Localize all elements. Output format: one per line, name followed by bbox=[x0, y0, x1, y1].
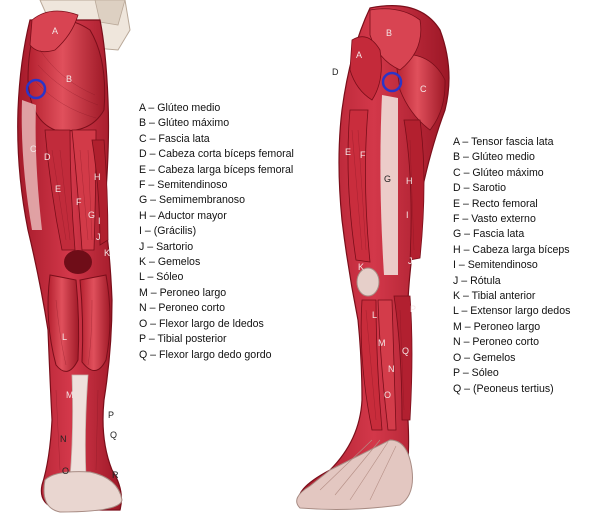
legend-item: J – Rótula bbox=[453, 274, 501, 287]
legend-item: E – Cabeza larga bíceps femoral bbox=[139, 163, 294, 176]
label-Q-left: Q bbox=[110, 430, 117, 440]
label-H-left: H bbox=[94, 172, 101, 182]
legend-item: F – Vasto externo bbox=[453, 213, 536, 226]
soleus-lateral bbox=[393, 295, 413, 421]
legend-posterior: A – Glúteo medio B – Glúteo máximo C – F… bbox=[139, 101, 294, 363]
gastrocnemius-medial-muscle bbox=[79, 274, 111, 371]
label-I-left: I bbox=[98, 216, 101, 226]
label-J-right: J bbox=[408, 256, 413, 266]
label-H-right: H bbox=[406, 176, 413, 186]
it-band bbox=[380, 95, 398, 275]
label-R-left: R bbox=[112, 470, 119, 480]
label-C-right: C bbox=[420, 84, 427, 94]
label-N-right: N bbox=[388, 364, 395, 374]
highlight-circle-left bbox=[25, 78, 47, 100]
gluteus-medius-muscle bbox=[29, 10, 79, 53]
legend-item: H – Aductor mayor bbox=[139, 209, 227, 222]
legend-item: A – Tensor fascia lata bbox=[453, 136, 554, 148]
legend-item: N – Peroneo corto bbox=[139, 302, 225, 315]
label-K-left: K bbox=[104, 248, 110, 258]
lateral-leg-figure: A B C D E F G H I J K L M N O P Q bbox=[296, 5, 450, 510]
legend-item: O – Gemelos bbox=[453, 351, 516, 364]
legend-item: P – Tibial posterior bbox=[139, 333, 227, 346]
legend-item: P – Sóleo bbox=[453, 367, 499, 380]
tibialis-anterior bbox=[360, 299, 383, 431]
label-P-left: P bbox=[108, 410, 114, 420]
label-E-left: E bbox=[55, 184, 61, 194]
legend-item: F – Semitendinoso bbox=[139, 179, 228, 192]
legend-item: G – Fascia lata bbox=[453, 228, 525, 241]
sacrum-bone bbox=[94, 0, 126, 26]
legend-item: C – Glúteo máximo bbox=[453, 166, 544, 179]
rectus-femoris-lateral bbox=[347, 109, 371, 263]
label-M-right: M bbox=[378, 338, 386, 348]
legend-item: E – Recto femoral bbox=[453, 197, 538, 210]
legend-lateral: A – Tensor fascia lata B – Glúteo medio … bbox=[453, 135, 570, 397]
tensor-fascia-lata-muscle bbox=[349, 36, 382, 101]
legend-item: K – Tibial anterior bbox=[453, 290, 536, 303]
legend-item: H – Cabeza larga bíceps bbox=[453, 243, 570, 256]
label-C-left: C bbox=[30, 144, 37, 154]
label-O-right: O bbox=[384, 390, 391, 400]
legend-item: L – Sóleo bbox=[139, 271, 184, 284]
legend-item: I – Semitendinoso bbox=[453, 259, 538, 272]
legend-item: M – Peroneo largo bbox=[139, 286, 227, 299]
posterior-leg-figure: A B C D E F G H I J K L M N O P Q R bbox=[17, 0, 131, 513]
label-P-right: P bbox=[410, 304, 416, 314]
legend-item: Q – (Peoneus tertius) bbox=[453, 382, 554, 395]
label-D-right: D bbox=[332, 67, 339, 77]
legend-item: D – Cabeza corta bíceps femoral bbox=[139, 148, 294, 161]
highlight-circle-right bbox=[381, 71, 403, 93]
legend-item: K – Gemelos bbox=[139, 256, 201, 269]
label-F-right: F bbox=[360, 150, 366, 160]
label-B-left: B bbox=[66, 74, 72, 84]
foot-tendons bbox=[319, 439, 397, 501]
legend-item: B – Glúteo máximo bbox=[139, 117, 230, 130]
label-K-right: K bbox=[358, 262, 364, 272]
semimembranosus-muscle bbox=[91, 139, 109, 246]
legend-item: I – (Grácilis) bbox=[139, 225, 197, 238]
muscle-striations-right bbox=[351, 129, 415, 421]
label-L-right: L bbox=[372, 310, 377, 320]
label-G-left: G bbox=[88, 210, 95, 220]
label-M-left: M bbox=[66, 390, 74, 400]
biceps-femoris-muscle bbox=[44, 129, 76, 251]
label-G-right: G bbox=[384, 174, 391, 184]
legend-item: C – Fascia lata bbox=[139, 132, 210, 145]
label-A-right: A bbox=[356, 50, 362, 60]
fascia-lata-band bbox=[21, 100, 42, 230]
legend-item: Q – Flexor largo dedo gordo bbox=[139, 348, 272, 361]
gastrocnemius-lateral-muscle bbox=[47, 274, 80, 372]
legend-item: B – Glúteo medio bbox=[453, 151, 535, 164]
label-B-right: B bbox=[386, 28, 392, 38]
legend-item: J – Sartorio bbox=[139, 240, 194, 253]
label-A-left: A bbox=[52, 26, 58, 36]
gluteus-maximus-lateral bbox=[394, 53, 446, 131]
legend-item: N – Peroneo corto bbox=[453, 336, 539, 349]
label-F-left: F bbox=[76, 197, 82, 207]
extensor-digitorum-longus bbox=[377, 299, 397, 431]
heel bbox=[43, 471, 123, 513]
foot bbox=[296, 439, 413, 510]
legend-item: G – Semimembranoso bbox=[139, 194, 245, 207]
label-L-left: L bbox=[62, 332, 67, 342]
label-J-left: J bbox=[96, 232, 101, 242]
label-E-right: E bbox=[345, 147, 351, 157]
label-O-left: O bbox=[62, 466, 69, 476]
legend-item: D – Sarotio bbox=[453, 182, 506, 195]
legend-item: O – Flexor largo de ldedos bbox=[139, 317, 264, 330]
biceps-long-head-lateral bbox=[403, 119, 425, 261]
muscle-striations-left bbox=[35, 49, 99, 471]
label-I-right: I bbox=[406, 210, 409, 220]
label-Q-right: Q bbox=[402, 346, 409, 356]
legend-item: L – Extensor largo dedos bbox=[453, 305, 571, 318]
patella bbox=[356, 267, 380, 297]
legend-item: A – Glúteo medio bbox=[139, 102, 221, 114]
label-N-left: N bbox=[60, 434, 67, 444]
label-D-left: D bbox=[44, 152, 51, 162]
legend-item: M – Peroneo largo bbox=[453, 320, 541, 333]
popliteal-fossa bbox=[64, 250, 92, 274]
